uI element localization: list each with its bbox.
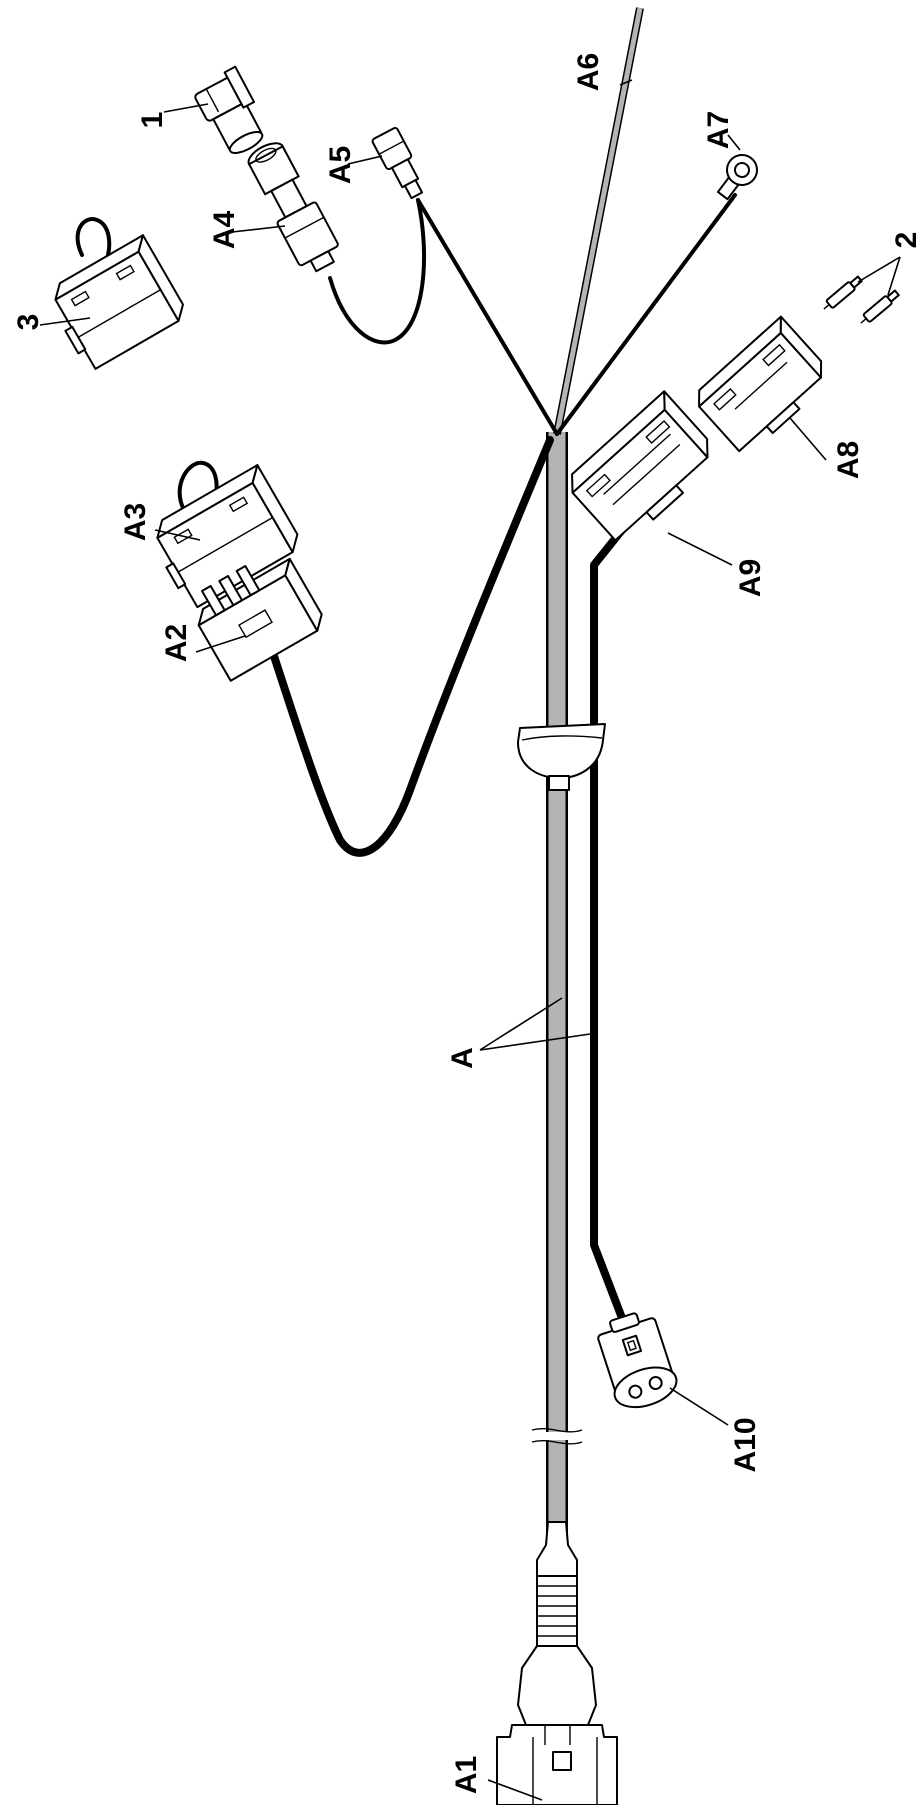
- label-a10: A10: [729, 1417, 762, 1472]
- label-a7: A7: [702, 111, 735, 149]
- wire-a4-a5-loop: [328, 198, 427, 345]
- harness-wires: [268, 7, 737, 1540]
- label-a5: A5: [324, 146, 357, 184]
- label-a8: A8: [832, 441, 865, 479]
- label-a: A: [446, 1047, 479, 1069]
- wire-a9-a10: [590, 516, 634, 1322]
- label-3: 3: [12, 314, 45, 331]
- cable-grommet: [517, 723, 606, 791]
- connector-a1: [496, 1521, 618, 1806]
- connector-a8: [698, 315, 823, 453]
- label-a3: A3: [119, 503, 152, 541]
- label-a6: A6: [572, 53, 605, 91]
- label-1: 1: [136, 112, 169, 129]
- label-a9: A9: [734, 559, 767, 597]
- wire-a2: [268, 436, 554, 857]
- label-a2: A2: [160, 624, 193, 662]
- ring-terminal-a7: [716, 154, 758, 201]
- part-labels: 1 2 3 A A1 A2 A3 A4 A5 A6 A7 A8 A9 A10: [12, 53, 923, 1794]
- label-2: 2: [890, 232, 923, 249]
- connector-a4: [247, 142, 339, 273]
- connector-a2: [197, 557, 323, 682]
- connector-a5: [371, 126, 424, 200]
- connector-1: [194, 65, 264, 154]
- connector-a10: [597, 1312, 678, 1409]
- label-a4: A4: [208, 211, 241, 250]
- lead-a6: [553, 7, 644, 435]
- terminals-2: [823, 275, 900, 324]
- leader-lines: [39, 79, 901, 1801]
- connector-3: [54, 217, 184, 370]
- label-a1: A1: [450, 1756, 483, 1794]
- wire-a7: [555, 193, 737, 436]
- connector-a9: [571, 390, 709, 542]
- wire-a5: [416, 198, 559, 436]
- cable-break-mark: [530, 1428, 585, 1445]
